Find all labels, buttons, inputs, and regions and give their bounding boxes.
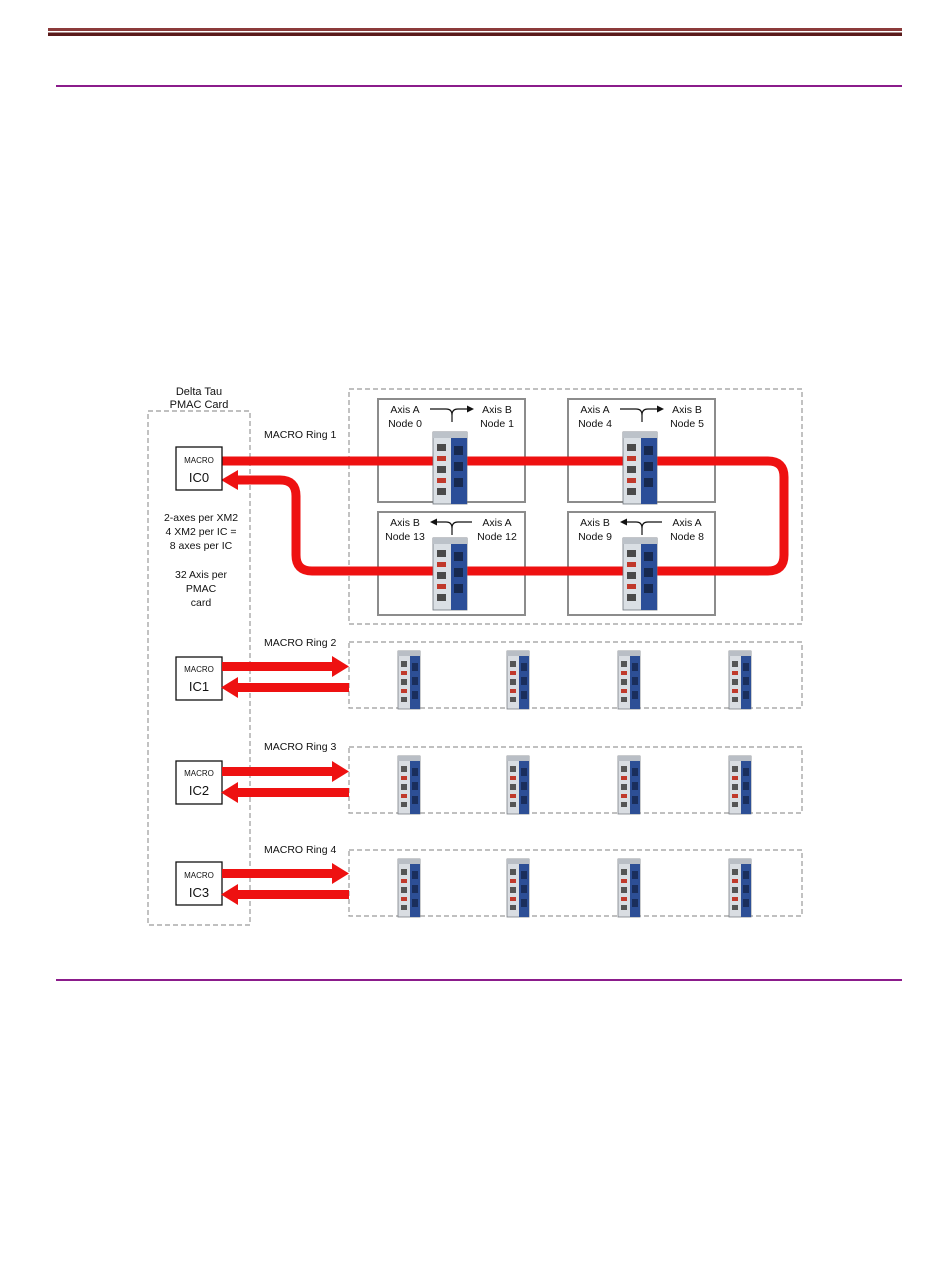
- ic-2-box: MACRO IC2: [176, 761, 222, 804]
- box3-right-node: Node 12: [477, 531, 517, 543]
- ic-3-small: MACRO: [184, 871, 214, 880]
- ring-4-in-arrowhead: [221, 884, 238, 905]
- ring-2-drive-2: [507, 651, 529, 709]
- ring-4-out-arrowhead: [332, 863, 349, 884]
- ring-4-drive-3: [618, 859, 640, 917]
- box4-right-node: Node 8: [670, 531, 704, 543]
- box4-left-node: Node 9: [578, 531, 612, 543]
- ring-2-drives: [398, 651, 751, 709]
- ring-4-drive-4: [729, 859, 751, 917]
- box3-left-axis: Axis B: [390, 517, 420, 529]
- ring-3-in-arrowhead: [221, 782, 238, 803]
- ring-3-out-arrowhead: [332, 761, 349, 782]
- ic-0-box: MACRO IC0: [176, 447, 222, 490]
- ic-3-big: IC3: [189, 885, 209, 900]
- box1-left-node: Node 0: [388, 418, 422, 430]
- ring-4-out-shaft: [222, 869, 334, 878]
- ic-0-big: IC0: [189, 470, 209, 485]
- box2-right-axis: Axis B: [672, 404, 702, 416]
- ic-0-small: MACRO: [184, 456, 214, 465]
- ring-2-arrows: [221, 656, 349, 698]
- ring-3-drive-2: [507, 756, 529, 814]
- ring-1-label: MACRO Ring 1: [264, 429, 337, 441]
- ic-2-big: IC2: [189, 783, 209, 798]
- ring-3-drive-3: [618, 756, 640, 814]
- ring-4-drive-2: [507, 859, 529, 917]
- ring-3-drive-4: [729, 756, 751, 814]
- ring-2-in-arrowhead: [221, 677, 238, 698]
- ring-2-out-shaft: [222, 662, 334, 671]
- ring-4-arrows: [221, 863, 349, 905]
- box3-left-node: Node 13: [385, 531, 425, 543]
- box2-right-node: Node 5: [670, 418, 704, 430]
- box1-right-axis: Axis B: [482, 404, 512, 416]
- pmac-info-1: 2-axes per XM2: [164, 512, 238, 524]
- ic-1-box: MACRO IC1: [176, 657, 222, 700]
- pmac-info-2: 4 XM2 per IC =: [166, 526, 237, 538]
- ring-3-drive-1: [398, 756, 420, 814]
- drive-image-1: [433, 432, 467, 504]
- box3-right-axis: Axis A: [482, 517, 511, 529]
- ring-2-drive-1: [398, 651, 420, 709]
- pmac-title-2: PMAC Card: [170, 399, 229, 411]
- ring-4-drive-1: [398, 859, 420, 917]
- ring-2-out-arrowhead: [332, 656, 349, 677]
- ring-2-in-shaft: [236, 683, 349, 692]
- box2-left-axis: Axis A: [580, 404, 609, 416]
- ic-1-small: MACRO: [184, 665, 214, 674]
- box4-left-axis: Axis B: [580, 517, 610, 529]
- ring1-drive-boxes: [378, 399, 715, 615]
- drive-image-4: [623, 538, 657, 610]
- ring-3-out-shaft: [222, 767, 334, 776]
- pmac-info-4: 32 Axis per: [175, 569, 227, 581]
- box4-right-axis: Axis A: [672, 517, 701, 529]
- ring-1-return-arrowhead: [221, 470, 238, 490]
- ic-1-big: IC1: [189, 679, 209, 694]
- pmac-info-3: 8 axes per IC: [170, 540, 233, 552]
- ring-4-in-shaft: [236, 890, 349, 899]
- drive-image-2: [623, 432, 657, 504]
- ic-3-box: MACRO IC3: [176, 862, 222, 905]
- ic-2-small: MACRO: [184, 769, 214, 778]
- pmac-title-1: Delta Tau: [176, 386, 222, 398]
- box2-left-node: Node 4: [578, 418, 612, 430]
- pmac-info-6: card: [191, 597, 212, 609]
- ring-4-label: MACRO Ring 4: [264, 844, 337, 856]
- drive-image-3: [433, 538, 467, 610]
- ring-4-drives: [398, 859, 751, 917]
- box1-left-axis: Axis A: [390, 404, 419, 416]
- box1-right-node: Node 1: [480, 418, 514, 430]
- ring-2-drive-4: [729, 651, 751, 709]
- ring-2-label: MACRO Ring 2: [264, 637, 337, 649]
- pmac-info-5: PMAC: [186, 583, 217, 595]
- ring-3-in-shaft: [236, 788, 349, 797]
- ring-3-arrows: [221, 761, 349, 803]
- ring-2-drive-3: [618, 651, 640, 709]
- ring-3-drives: [398, 756, 751, 814]
- ring-3-label: MACRO Ring 3: [264, 741, 337, 753]
